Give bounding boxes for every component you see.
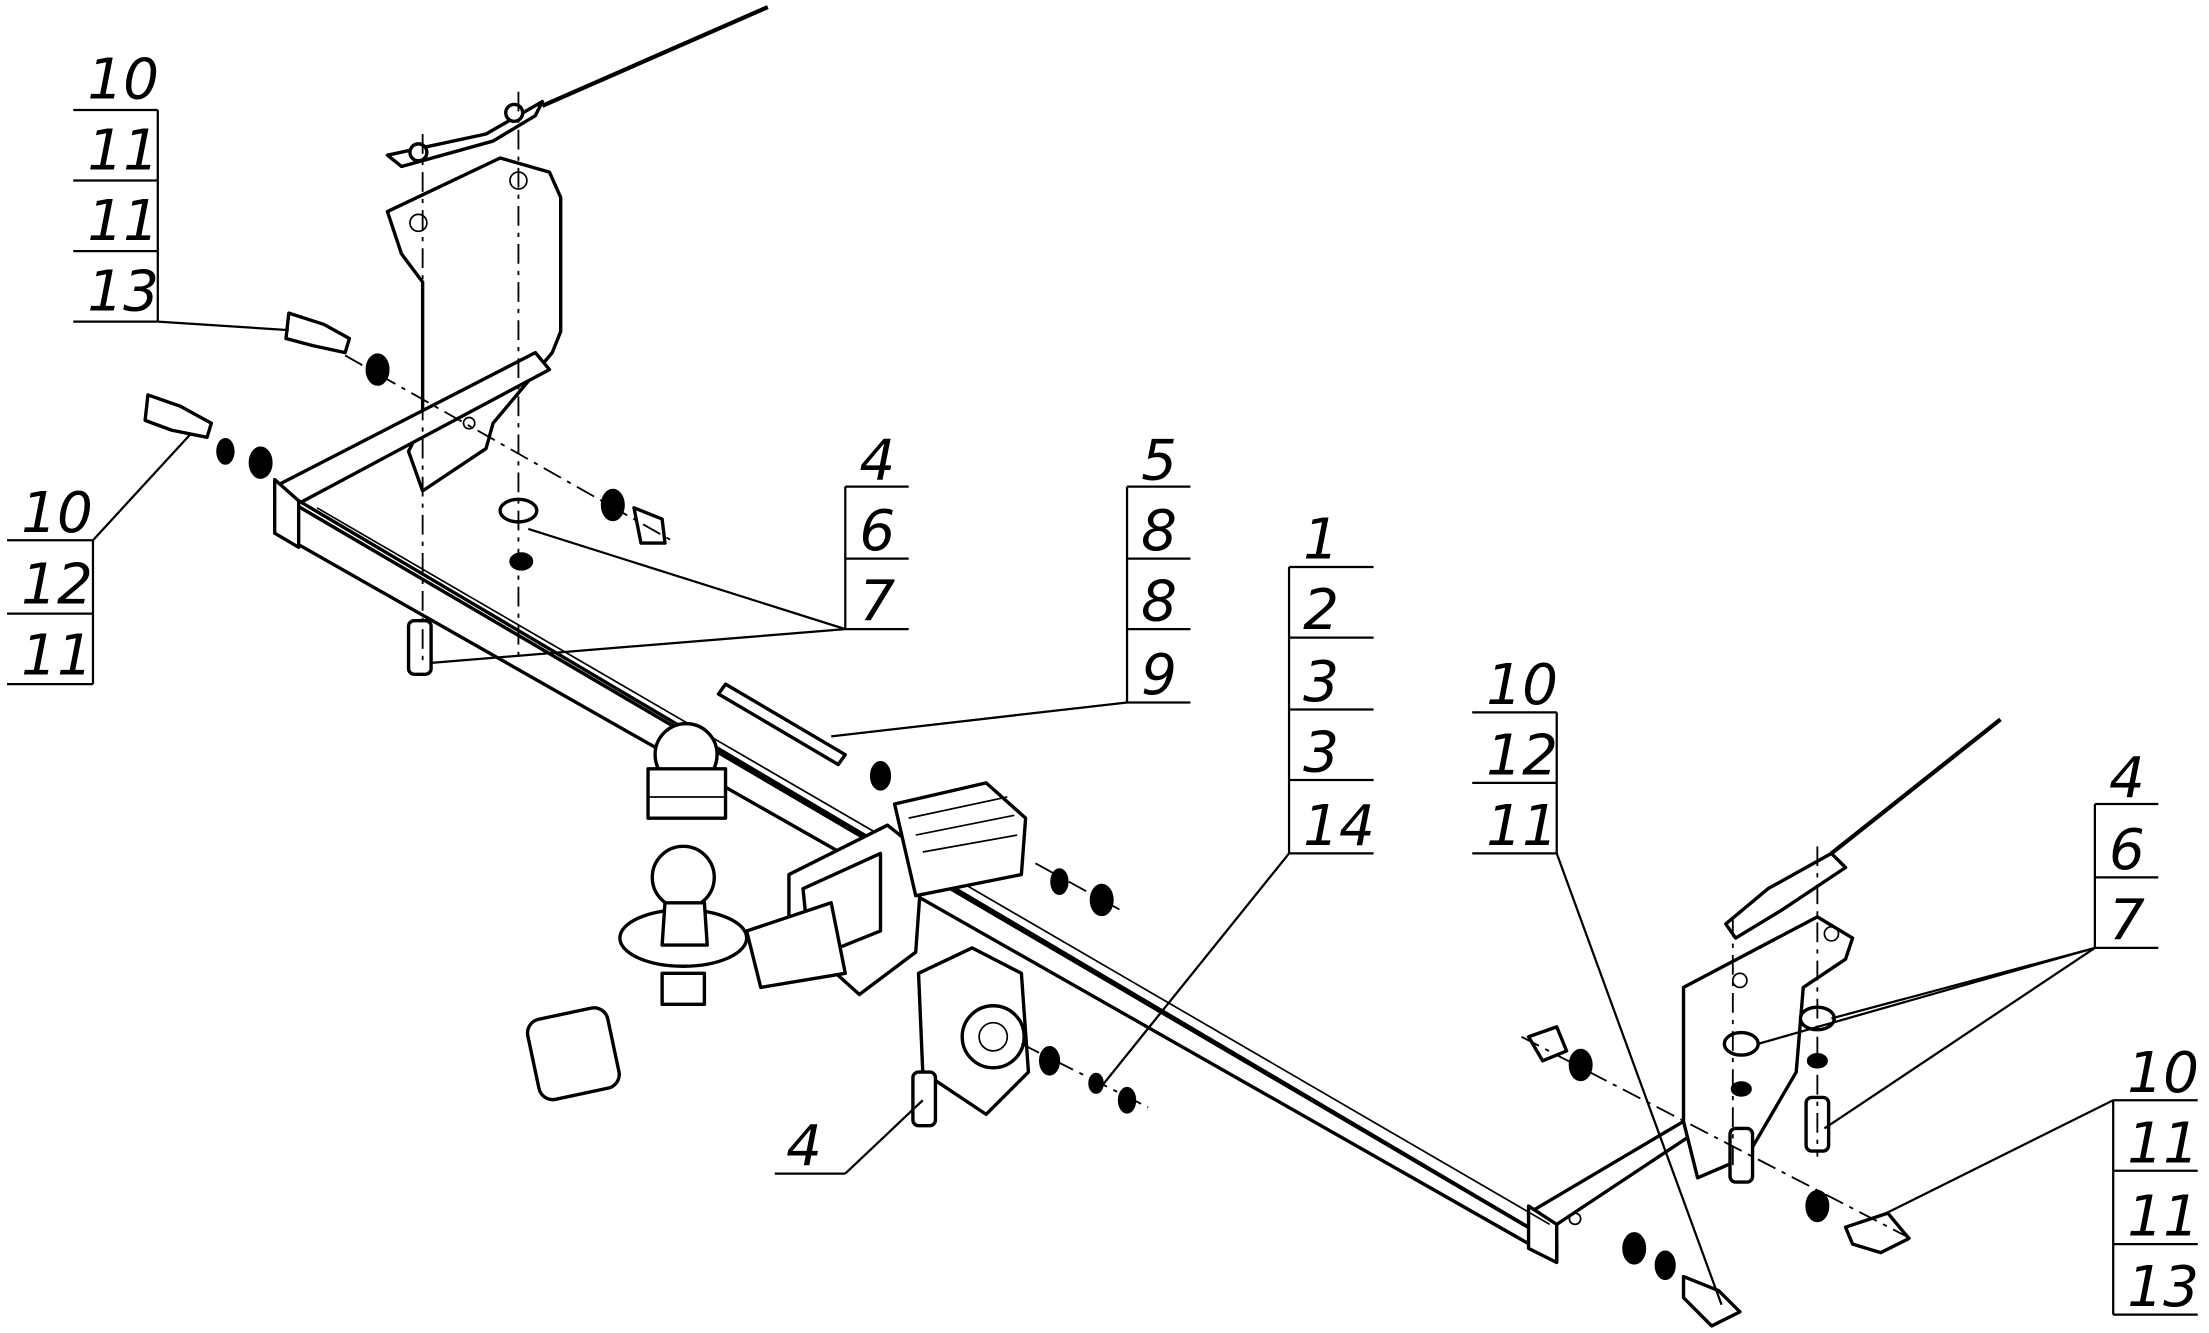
callout-label: 4 xyxy=(786,1114,822,1179)
callout-label: 6 xyxy=(2109,818,2145,883)
receiver-cap xyxy=(525,1006,621,1102)
callout-label: 8 xyxy=(1141,499,1177,564)
callout-left-bracket-fastener: 4 6 7 xyxy=(429,429,909,665)
pin xyxy=(716,682,847,767)
callout-label: 2 xyxy=(1303,578,1339,643)
callout-label: 12 xyxy=(1486,723,1558,788)
callout-label: 10 xyxy=(2127,1041,2199,1106)
callout-label: 12 xyxy=(21,553,93,618)
callout-label: 4 xyxy=(859,429,895,494)
callout-label: 3 xyxy=(1303,721,1339,786)
callout-label: 11 xyxy=(1486,794,1558,859)
callout-label: 11 xyxy=(2127,1185,2199,1250)
callout-label: 10 xyxy=(1486,653,1558,718)
right-cable xyxy=(1724,717,2002,940)
socket-plate xyxy=(916,946,1031,1117)
callout-pin: 5 8 8 9 xyxy=(831,429,1191,738)
callout-label: 7 xyxy=(859,570,895,635)
callout-label: 11 xyxy=(21,623,93,688)
callout-label: 5 xyxy=(1141,429,1177,494)
callout-label: 1 xyxy=(1303,508,1339,573)
callout-label: 10 xyxy=(87,48,159,113)
tow-ball-lower xyxy=(618,844,749,1007)
callout-label: 11 xyxy=(87,118,159,183)
callout-right-bolt: 10 12 11 xyxy=(1472,653,1723,1306)
callout-label: 10 xyxy=(21,481,93,546)
callout-label: 13 xyxy=(2127,1255,2199,1320)
callout-label: 6 xyxy=(859,499,895,564)
receiver xyxy=(744,781,1028,997)
callout-label: 8 xyxy=(1141,570,1177,635)
callout-main-assembly: 1 2 3 3 14 xyxy=(1100,508,1375,1087)
callout-label: 3 xyxy=(1303,650,1339,715)
callout-right-bracket-fastener: 4 6 7 xyxy=(1757,746,2159,1130)
callout-label: 14 xyxy=(1303,794,1375,859)
callout-label: 11 xyxy=(87,189,159,254)
callout-label: 9 xyxy=(1141,643,1177,708)
callout-label: 7 xyxy=(2109,888,2145,953)
callout-socket-bolt: 4 xyxy=(774,1099,924,1179)
centerlines xyxy=(344,91,1917,1243)
tow-ball-upper xyxy=(646,721,728,820)
left-cable xyxy=(385,5,769,169)
callout-label: 4 xyxy=(2109,746,2145,811)
callout-top-left-bolt: 10 11 11 13 xyxy=(73,48,289,332)
callout-left-bolt: 10 12 11 xyxy=(7,433,192,688)
callout-label: 11 xyxy=(2127,1111,2199,1176)
callout-label: 13 xyxy=(87,259,159,324)
callout-right-end-bolt: 10 11 11 13 xyxy=(1880,1041,2199,1320)
